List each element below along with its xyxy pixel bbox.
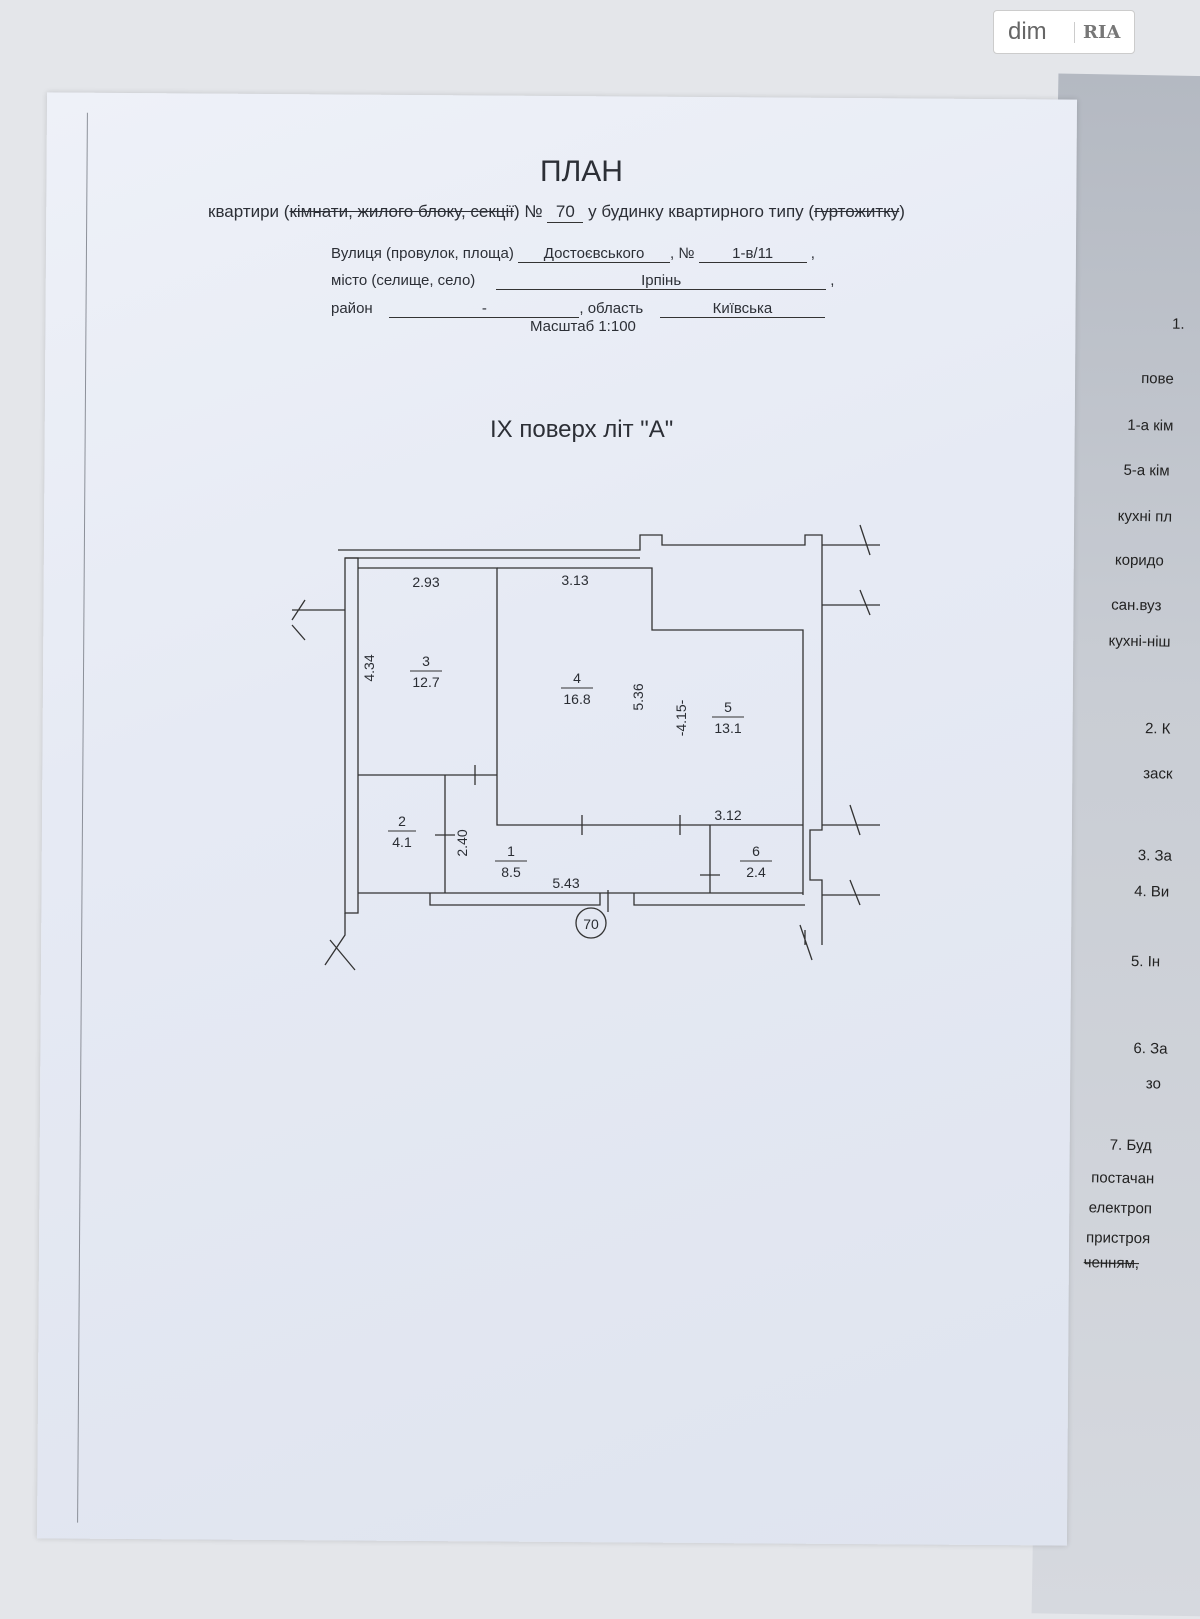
street-line: Вулиця (провулок, площа) Достоєвського, … — [331, 245, 815, 263]
text: у будинку квартирного типу ( — [588, 202, 815, 221]
room-4-no: 4 — [573, 670, 581, 686]
room-1-no: 1 — [507, 843, 515, 859]
dim: -4.15- — [673, 699, 689, 736]
document-title: ПЛАН — [540, 155, 623, 188]
district-label: район — [331, 300, 373, 317]
dim: 2.93 — [412, 574, 439, 590]
apartment-number: 70 — [547, 202, 584, 223]
region-value: Київська — [659, 300, 825, 318]
street-value: Достоєвського — [518, 245, 671, 263]
district-value: - — [389, 300, 580, 318]
room-5-area: 13.1 — [714, 720, 741, 736]
city-line: місто (селище, село) Ірпінь , — [331, 272, 835, 290]
dim: 5.43 — [552, 875, 579, 891]
dim: 4.34 — [361, 654, 377, 681]
house-number: 1-в/11 — [698, 245, 807, 263]
room-6-area: 2.4 — [746, 864, 766, 880]
room-2-no: 2 — [398, 813, 406, 829]
scale: Масштаб 1:100 — [530, 318, 636, 335]
district-line: район -, область Київська — [331, 300, 825, 318]
watermark-dim: dim — [1008, 18, 1047, 45]
walls — [291, 524, 880, 971]
dim: 2.40 — [454, 829, 470, 856]
city-label: місто (селище, село) — [331, 272, 476, 289]
city-value: Ірпінь — [496, 272, 827, 290]
apartment-line: квартири (кімнати, жилого блоку, секції)… — [208, 202, 905, 223]
room-labels: 3 12.7 4 16.8 5 13.1 2 4.1 1 8.5 6 2.4 — [388, 653, 772, 880]
room-6-no: 6 — [752, 843, 760, 859]
struck-text: гуртожитку — [814, 202, 900, 221]
dimensions: 2.93 3.13 4.34 5.36 -4.15- 3.12 2.40 5.4… — [361, 572, 742, 932]
dim: 3.12 — [714, 807, 741, 823]
text: ) № — [514, 202, 543, 221]
no-label: , № — [670, 245, 695, 262]
room-5-no: 5 — [724, 699, 732, 715]
text: ) — [899, 202, 905, 221]
dim: 5.36 — [630, 683, 646, 710]
floor-title: IX поверх літ "А" — [490, 416, 674, 443]
watermark-ria: RIA — [1074, 21, 1120, 43]
room-2-area: 4.1 — [392, 834, 412, 850]
street-label: Вулиця (провулок, площа) — [331, 245, 514, 262]
room-3-no: 3 — [422, 653, 430, 669]
apartment-marker: 70 — [583, 916, 599, 932]
region-label: , область — [579, 300, 644, 317]
dim: 3.13 — [561, 572, 588, 588]
room-1-area: 8.5 — [501, 864, 521, 880]
dimria-watermark: dim RIA — [993, 10, 1135, 54]
room-4-area: 16.8 — [563, 691, 590, 707]
text: квартири ( — [208, 202, 290, 221]
struck-text: кімнати, жилого блоку, секції — [289, 202, 515, 221]
room-3-area: 12.7 — [412, 674, 439, 690]
